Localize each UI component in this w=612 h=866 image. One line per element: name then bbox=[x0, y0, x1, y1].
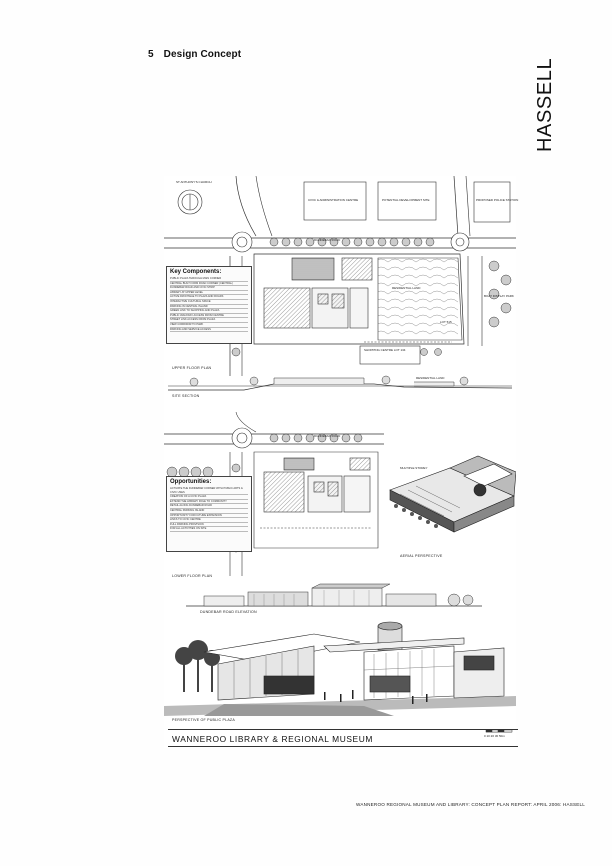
upper-floor-plan bbox=[164, 176, 516, 376]
caption-upper-floor-plan: UPPER FLOOR PLAN bbox=[172, 366, 212, 370]
key-component-item: GREEN LINK TO SHOPPING AND PLAZA bbox=[170, 309, 248, 314]
scale-label: 0 10 20 30 50m bbox=[484, 734, 505, 738]
label-boat-park: BOAT DISPLAY PARK bbox=[484, 294, 514, 298]
label-potential-development: POTENTIAL DEVELOPMENT SITE bbox=[382, 198, 430, 202]
key-component-item: ACTIVE FRONTAGE TO PLAZA AND ROADS bbox=[170, 295, 248, 300]
caption-elevation: DUNDEBAR ROAD ELEVATION bbox=[200, 610, 257, 614]
brand-logo: HASSELL bbox=[534, 57, 556, 152]
label-multiple-storey: MULTIPLE STOREY bbox=[400, 466, 428, 470]
key-component-item: STREET LINK ACCESS FROM PLAZA bbox=[170, 318, 248, 323]
drawing-sheet: ST ANTHONY'S CHURCH CIVIC & ADMINISTRATI… bbox=[164, 176, 519, 748]
label-lot: LOT 515 bbox=[440, 320, 452, 324]
caption-site-section: SITE SECTION bbox=[172, 394, 200, 398]
section-number: 5 bbox=[148, 49, 154, 60]
key-component-item: VIEW CORRIDOR TO PARK bbox=[170, 323, 248, 328]
section-title: Design Concept bbox=[163, 49, 242, 60]
label-civic-centre: CIVIC & ADMINISTRATION CENTRE bbox=[308, 198, 359, 202]
page-footer: WANNEROO REGIONAL MUSEUM AND LIBRARY: CO… bbox=[356, 802, 586, 807]
section-heading: 5 Design Concept bbox=[148, 49, 241, 60]
key-component-item: PARKING IN CENTRAL ISLAND bbox=[170, 305, 248, 310]
key-component-item: LIBRARY AT UPPER LEVEL bbox=[170, 291, 248, 296]
opportunity-item: FOR ALL ACTIVITIES ON SITE bbox=[170, 527, 248, 532]
label-residential-land: RESIDENTIAL LAND bbox=[392, 286, 421, 290]
label-police-station: PROPOSED POLICE STATION bbox=[476, 198, 519, 202]
caption-aerial-perspective: AERIAL PERSPECTIVE bbox=[400, 554, 443, 558]
drawing-artwork bbox=[164, 176, 516, 733]
site-section-drawing bbox=[168, 375, 513, 391]
label-dundebar-road-upper: DUNDEBAR ROAD bbox=[314, 238, 341, 242]
opportunity-item: CREATION OF A CIVIC PLAZA bbox=[170, 495, 248, 500]
key-component-item: INTERACTIVE CULTURAL SPACE bbox=[170, 300, 248, 305]
opportunities-panel: Opportunities: ACTIVATE THE DUNDEBAR COR… bbox=[166, 476, 252, 552]
project-title: WANNEROO LIBRARY & REGIONAL MUSEUM bbox=[172, 734, 373, 744]
caption-lower-floor-plan: LOWER FLOOR PLAN bbox=[172, 574, 213, 578]
label-dundebar-road-lower: DUNDEBAR ROAD bbox=[314, 434, 341, 438]
opportunity-item: LINKS TO CIVIC CENTRE bbox=[170, 518, 248, 523]
label-section-residential: RESIDENTIAL LAND bbox=[416, 376, 445, 380]
opportunity-item: RETAIL ALONG DUNDEBAR ROAD bbox=[170, 504, 248, 509]
key-component-item: PARKING AND SERVICE ACCESS bbox=[170, 328, 248, 333]
key-component-item: PUBLIC WALKWAY ACCESS FROM CENTRE bbox=[170, 314, 248, 319]
key-component-item: DUNDEBAR ROAD AND CIVIC STRIP bbox=[170, 286, 248, 291]
opportunity-item: ACTIVATE THE DUNDEBAR CORNER WITH PUBLIC… bbox=[170, 487, 248, 496]
lower-floor-plan bbox=[164, 411, 384, 576]
caption-plaza-perspective: PERSPECTIVE OF PUBLIC PLAZA bbox=[172, 718, 235, 722]
aerial-perspective-drawing bbox=[389, 455, 516, 533]
scale-bar bbox=[485, 729, 513, 733]
opportunities-list: ACTIVATE THE DUNDEBAR CORNER WITH PUBLIC… bbox=[170, 487, 248, 532]
opportunity-item: CENTRAL PARKING ISLAND bbox=[170, 509, 248, 514]
key-component-item: CENTRAL BUILT FORM ROAD CORNER (CENTRAL) bbox=[170, 282, 248, 287]
opportunity-item: EXTEND THE LIBRARY ROLE TO COMMUNITY bbox=[170, 500, 248, 505]
key-components-title: Key Components: bbox=[170, 269, 222, 275]
title-rule-top bbox=[168, 729, 518, 730]
elevation-drawing bbox=[186, 583, 482, 607]
label-church: ST ANTHONY'S CHURCH bbox=[176, 180, 212, 184]
key-component-item: PUBLIC PLAZA THROUGH MAIN CORNER bbox=[170, 277, 248, 282]
plaza-perspective-drawing bbox=[164, 621, 516, 716]
title-rule-bottom bbox=[168, 746, 518, 747]
label-shopping-centre: SHOPPING CENTRE LOT 134 bbox=[364, 348, 406, 352]
opportunity-item: FULL PARKING PROVISION bbox=[170, 523, 248, 528]
key-components-panel: Key Components: PUBLIC PLAZA THROUGH MAI… bbox=[166, 266, 252, 344]
opportunities-title: Opportunities: bbox=[170, 479, 212, 485]
opportunity-item: OPPORTUNITY FOR FUTURE EXPANSION bbox=[170, 514, 248, 519]
